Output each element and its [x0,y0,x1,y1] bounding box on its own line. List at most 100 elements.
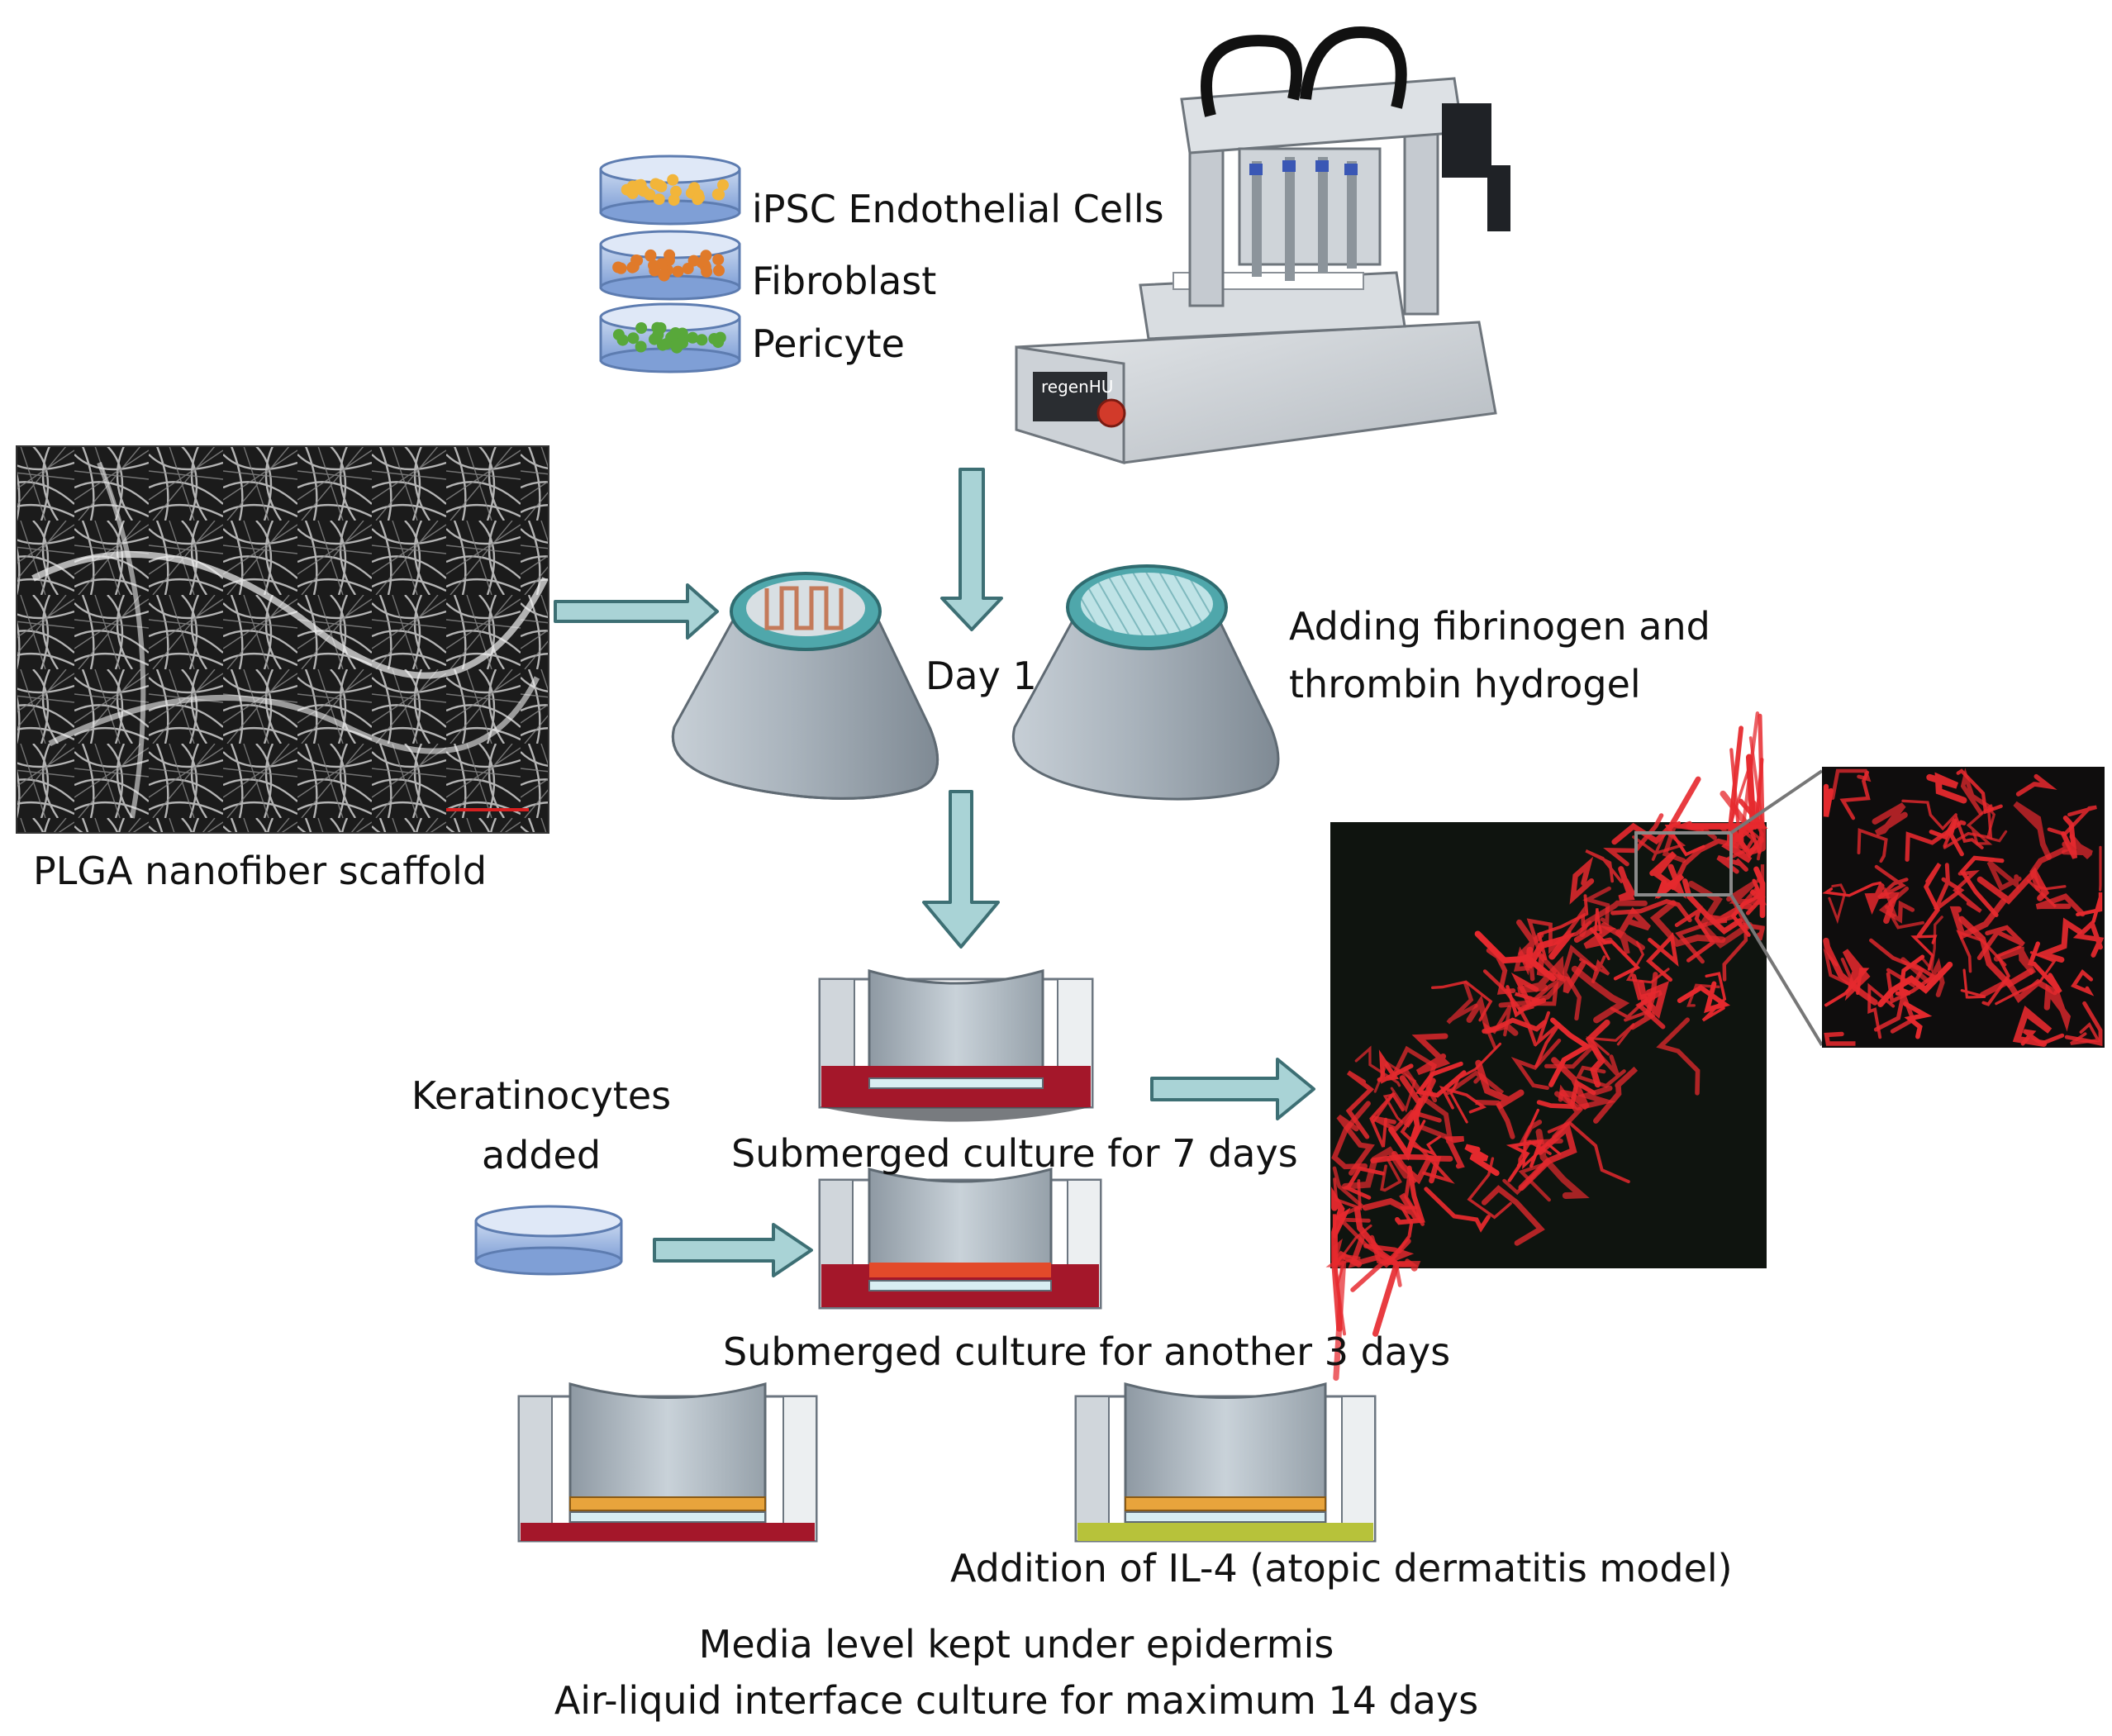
vessel-segment [1336,1114,1375,1176]
vessel-segment [1960,968,1986,999]
vessel-segment [1722,893,1748,982]
vessel-segment [1637,980,1670,1020]
vessel-segment [1611,776,1701,845]
cell-dot [658,269,670,282]
vessel-segment [2072,919,2105,958]
vessel-segment [1345,1070,1375,1139]
label-submerged-7d: Submerged culture for 7 days [731,1131,1298,1176]
cell-dot [649,333,660,345]
vessel-segment [1986,860,2022,892]
vessel-segment [1707,902,1753,925]
vessel-segment [1934,863,1965,911]
cell-dot [667,174,679,186]
cell-dot [664,249,676,261]
transwell-submerged-7d [818,969,1094,1122]
hydrogel-layer [1081,573,1213,635]
vessel-segment [1916,863,1942,939]
vessel-segment [1350,1244,1415,1292]
vessel-segment [1518,1122,1577,1191]
vessel-segment [1976,925,2025,961]
vessel-segment [1960,768,1995,816]
vessel-segment [1701,972,1727,1022]
vessel-segment [1746,757,1764,854]
transwell-submerged-3d [818,1168,1102,1310]
label-plga-scaffold: PLGA nanofiber scaffold [33,849,488,893]
vessel-segment [2076,892,2103,924]
cell-dot [616,334,629,346]
vessel-segment [1738,922,1765,941]
vessel-segment [1618,866,1637,901]
vessel-segment [2064,1001,2103,1047]
cell-dot [645,249,657,261]
vessel-segment [1857,828,1888,863]
printed-vascular-pattern [764,586,844,630]
zoom-box [1634,831,1733,897]
arrow-keratinocytes-to-insert [653,1223,813,1277]
vessel-segment [1828,883,1847,925]
vessel-segment [2026,879,2067,908]
label-submerged-3d: Submerged culture for another 3 days [723,1329,1451,1374]
vessel-segment [1398,1261,1421,1272]
cell-dot [696,334,708,346]
vessel-segment [1424,1187,1491,1233]
vessel-segment [1518,1120,1563,1146]
vessel-segment [1756,864,1765,905]
vessel-segment [1610,898,1692,923]
cell-dot [660,338,673,350]
vessel-segment [1656,1017,1701,1096]
arrow-down-to-culture [922,790,1000,949]
vessel-segment [1823,783,1834,817]
vessel-segment [1517,955,1565,994]
arrow-to-vessel-image [1150,1058,1315,1120]
vessel-segment [1410,1120,1442,1158]
vessel-segment [1372,1092,1403,1124]
vessel-segment [1823,948,1858,990]
vessel-segment [1953,870,1982,913]
vessel-segment [1649,900,1726,948]
vessel-segment [1926,772,1967,804]
vessel-segment [1726,748,1756,861]
vessel-segment [1943,806,1995,849]
vessel-segment [1824,1031,1856,1046]
label-hydrogel-line1: Adding fibrinogen and [1289,604,1710,649]
cell-dot [677,337,688,350]
vessel-segment [1444,1135,1465,1169]
vessel-segment [2047,805,2097,837]
label-keratinocytes-line2: added [481,1133,602,1177]
vessel-segment [1446,1070,1505,1096]
vessel-segment [1399,1075,1436,1128]
vessel-segment [1354,1045,1401,1087]
vessel-segment [1747,800,1766,856]
vessel-segment [1380,1158,1402,1192]
vessel-segment [1510,973,1547,1013]
vessel-segment [2062,834,2093,860]
vessel-segment [1415,1061,1467,1098]
vessel-segment [1867,982,1896,1039]
vessel-segment [1353,1206,1401,1337]
vessel-segment [1411,1033,1451,1076]
vessel-segment [1976,867,2050,905]
cell-dot [693,192,705,204]
vessel-segment [1362,1192,1422,1221]
cell-dot [717,178,729,191]
vessel-segment [2043,982,2072,1032]
vessel-segment [1949,898,2007,940]
vessel-segment [1585,1019,1610,1088]
cell-dot [635,178,647,191]
vessel-segment [1466,995,1519,1036]
vessel-segment [1902,1001,1933,1039]
vessel-segment [1510,1038,1562,1091]
vessel-segment [1823,937,1878,1006]
vessel-network-zoom [1822,768,2105,1047]
vessel-segment [1929,817,1964,857]
cell-dot [700,250,712,262]
vessel-segment [1979,977,2058,1004]
vessel-segment [1664,821,1705,857]
transwell-il4 [1074,1382,1377,1543]
vessel-fluorescence-image [1325,711,1824,1382]
vessel-segment [2012,1006,2053,1047]
vessel-segment [1822,881,1882,897]
vessel-segment [1576,1065,1626,1088]
arrow-scaffold-to-insert [554,583,719,640]
vessel-segment [1562,944,1598,1021]
